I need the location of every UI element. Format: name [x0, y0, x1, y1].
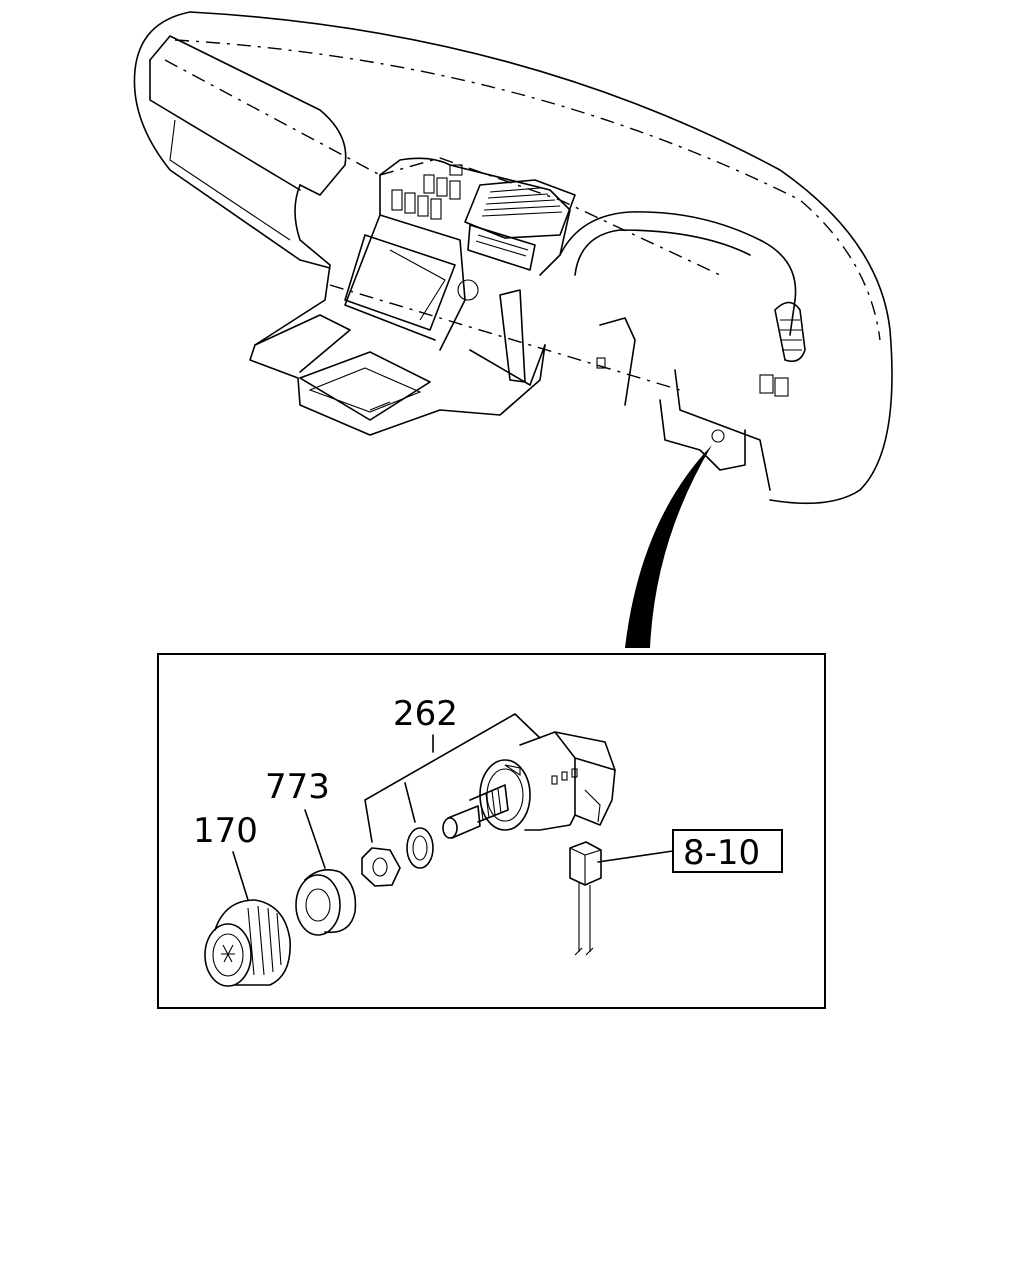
- callout-773: 773: [265, 767, 330, 807]
- leader-170: [232, 851, 249, 901]
- leader-wedge: [625, 445, 712, 648]
- reference-8-10[interactable]: 8-10: [672, 829, 783, 873]
- leader-8-10: [597, 850, 674, 863]
- detail-frame: [157, 653, 826, 1009]
- dashboard-overview: [133, 11, 893, 505]
- callout-170: 170: [193, 811, 258, 851]
- knob: [204, 899, 291, 987]
- bushing: [295, 869, 357, 936]
- leader-262: [364, 713, 541, 843]
- reference-label: 8-10: [683, 833, 760, 873]
- hex-nut: [361, 847, 401, 887]
- switch-assembly: [442, 731, 616, 839]
- connector-plug: [569, 841, 602, 956]
- callout-262: 262: [393, 694, 458, 734]
- washer: [406, 827, 434, 869]
- leader-773: [304, 809, 326, 869]
